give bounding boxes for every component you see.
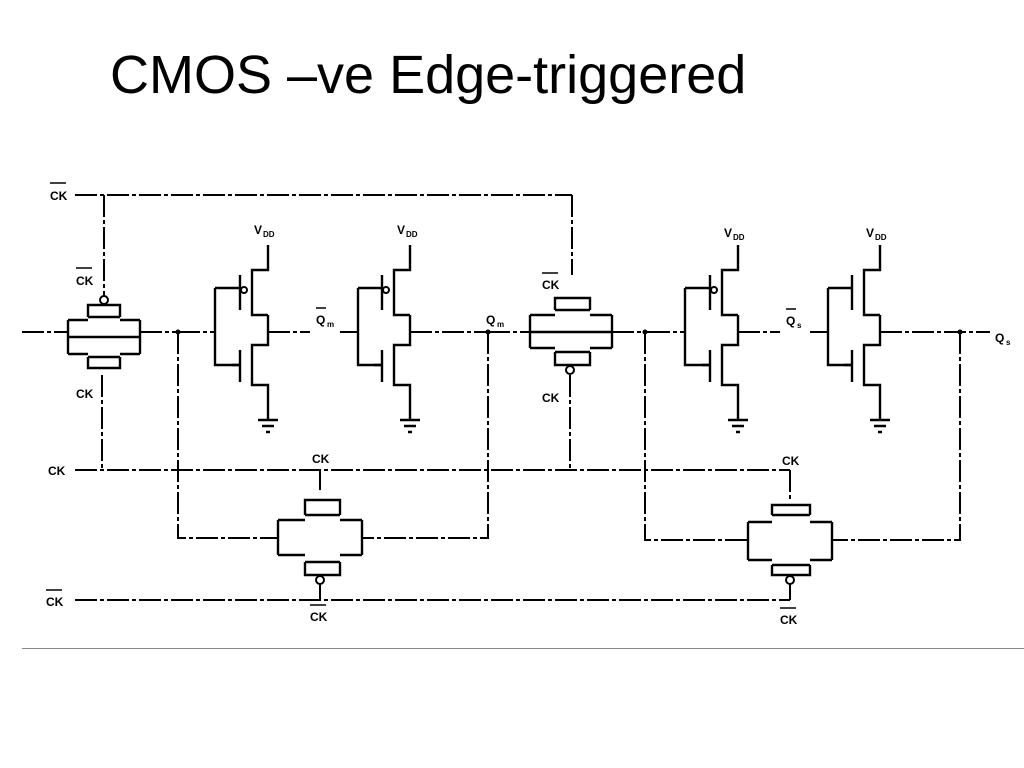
cmos-flipflop-schematic: CK CK CK CK CK V DD V DD V DD V DD Q m Q… — [22, 182, 1011, 627]
svg-text:CK: CK — [46, 595, 64, 609]
svg-text:DD: DD — [733, 233, 745, 242]
label-vdd-1: V DD — [254, 223, 275, 239]
svg-text:s: s — [797, 321, 802, 330]
label-ck-tg1: CK — [76, 387, 94, 401]
slave-inverter-1 — [648, 245, 780, 434]
svg-text:V: V — [397, 223, 405, 237]
svg-text:s: s — [1006, 338, 1011, 347]
ck-rail — [75, 375, 791, 502]
ck-bar-rail-bottom — [75, 580, 791, 601]
label-ck-bar-tg1: CK — [76, 267, 94, 288]
label-qm: Q m — [486, 313, 504, 329]
svg-text:V: V — [254, 223, 262, 237]
label-ck-rail: CK — [48, 464, 66, 478]
svg-text:CK: CK — [310, 610, 328, 624]
svg-text:DD: DD — [406, 230, 418, 239]
transmission-gate-1 — [22, 295, 178, 370]
svg-text:m: m — [327, 320, 334, 329]
label-qm-bar: Q m — [316, 307, 334, 329]
svg-text:CK: CK — [542, 278, 560, 292]
ck-bar-rail-top — [75, 194, 573, 297]
svg-text:DD: DD — [263, 230, 275, 239]
label-ck-bar-tg4: CK — [780, 607, 798, 627]
label-ck-tg2: CK — [542, 391, 560, 405]
label-vdd-3: V DD — [724, 226, 745, 242]
label-qs-bar: Q s — [786, 308, 802, 330]
feedback-transmission-gate-3 — [177, 332, 489, 585]
label-ck-bar-tg3: CK — [310, 604, 328, 624]
label-ck-bar-tg2: CK — [542, 272, 560, 292]
label-qs: Q s — [995, 331, 1011, 347]
label-ck-tg3: CK — [312, 452, 330, 466]
svg-text:CK: CK — [76, 274, 94, 288]
master-inverter-1 — [178, 245, 310, 434]
svg-text:V: V — [866, 226, 874, 240]
footer-divider — [22, 648, 1024, 649]
svg-text:CK: CK — [780, 613, 798, 627]
svg-text:Q: Q — [786, 314, 795, 328]
label-ck-bar-bottom: CK — [46, 589, 64, 609]
junction-dots — [175, 329, 963, 335]
label-vdd-4: V DD — [866, 226, 887, 242]
svg-text:DD: DD — [875, 233, 887, 242]
slide-title: CMOS –ve Edge-triggered — [110, 45, 747, 105]
svg-text:V: V — [724, 226, 732, 240]
feedback-transmission-gate-4 — [644, 332, 961, 585]
label-ck-bar-top: CK — [50, 182, 68, 203]
transmission-gate-2 — [488, 296, 648, 375]
svg-text:m: m — [497, 320, 504, 329]
slave-inverter-2 — [810, 245, 990, 434]
label-ck-tg4: CK — [782, 454, 800, 468]
svg-text:Q: Q — [995, 331, 1004, 345]
svg-text:Q: Q — [486, 313, 495, 327]
label-vdd-2: V DD — [397, 223, 418, 239]
svg-text:CK: CK — [50, 189, 68, 203]
master-inverter-2 — [340, 245, 488, 434]
svg-text:Q: Q — [316, 313, 325, 327]
